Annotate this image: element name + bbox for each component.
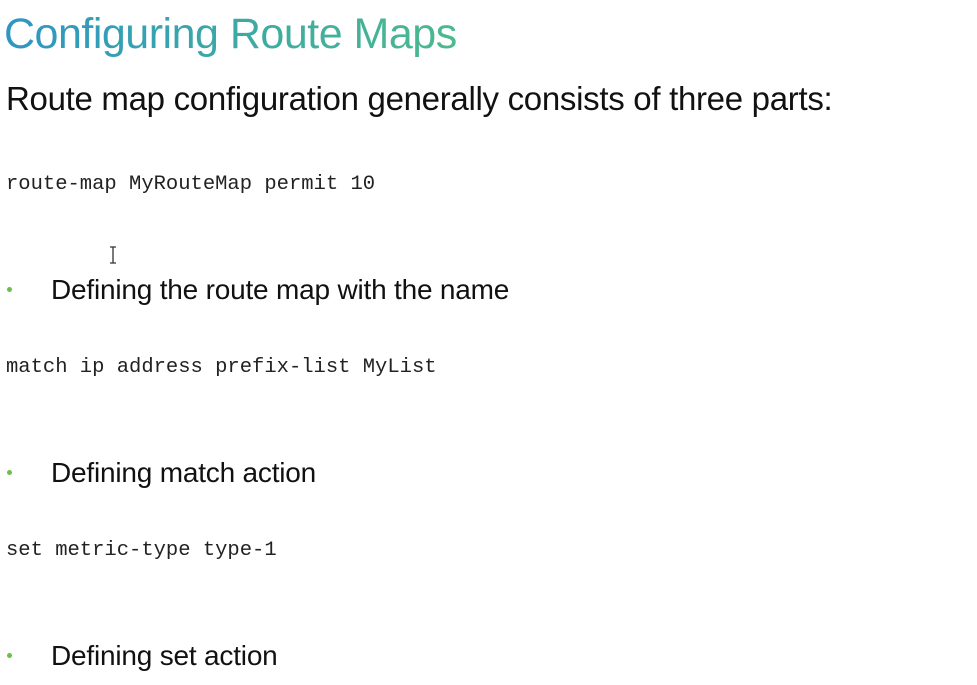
bullet-text: Defining set action bbox=[51, 640, 278, 671]
bullet-dot-icon bbox=[7, 653, 12, 658]
slide-title: Configuring Route Maps bbox=[4, 10, 457, 58]
code-line-route-map: route-map MyRouteMap permit 10 bbox=[6, 173, 376, 196]
code-line-set: set metric-type type-1 bbox=[6, 539, 277, 562]
bullet-text: Defining match action bbox=[51, 457, 317, 488]
bullet-dot-icon bbox=[7, 287, 12, 292]
bullet-dot-icon bbox=[7, 470, 12, 475]
bullet-text: Defining the route map with the name bbox=[51, 274, 510, 305]
slide-subtitle: Route map configuration generally consis… bbox=[6, 80, 833, 117]
text-cursor-icon bbox=[110, 246, 116, 264]
code-line-match: match ip address prefix-list MyList bbox=[6, 356, 437, 379]
